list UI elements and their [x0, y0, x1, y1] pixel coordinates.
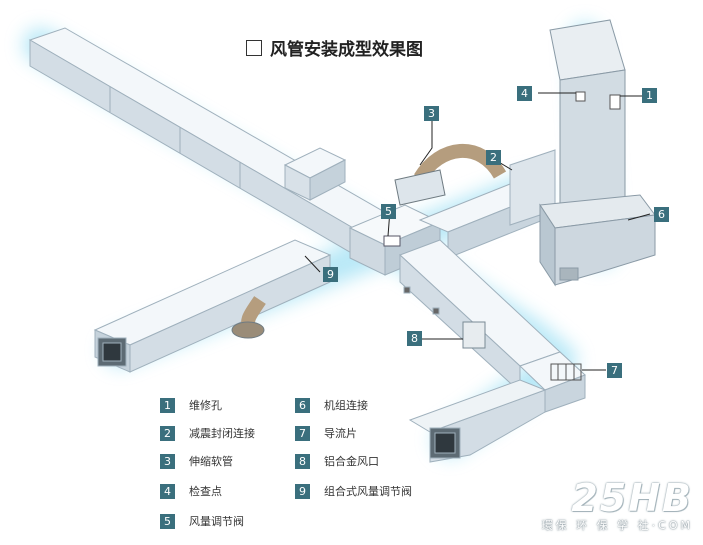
legend-label: 维修孔 [189, 399, 222, 412]
legend-item-2: 2 减震封闭连接 [160, 425, 255, 441]
legend-label: 机组连接 [324, 399, 368, 412]
legend-item-7: 7 导流片 [295, 425, 357, 441]
diagram-title: 风管安装成型效果图 [246, 35, 423, 60]
callout-8: 8 [407, 331, 422, 346]
callout-1: 1 [642, 88, 657, 103]
legend-item-3: 3 伸缩软管 [160, 453, 233, 469]
flex-duct-top [394, 143, 507, 206]
flex-duct-left [231, 296, 266, 339]
legend-num: 2 [160, 425, 175, 441]
legend-num: 4 [160, 483, 175, 499]
title-checkbox-glyph [246, 40, 262, 56]
callout-4: 4 [517, 86, 532, 101]
legend-label: 检查点 [189, 485, 222, 498]
upper-branch-duct [283, 147, 347, 201]
watermark-sub: 環保 环 保 学 社·COM [541, 519, 693, 532]
legend-item-8: 8 铝合金风口 [295, 453, 379, 469]
legend-label: 伸缩软管 [189, 455, 233, 468]
main-duct [28, 27, 397, 259]
legend-num: 6 [295, 397, 310, 413]
legend-item-5: 5 风量调节阀 [160, 513, 244, 529]
legend-num: 8 [295, 453, 310, 469]
legend-label: 风量调节阀 [189, 515, 244, 528]
legend-num: 7 [295, 425, 310, 441]
watermark: 25HB 環保 环 保 学 社·COM [542, 479, 693, 533]
callout-7: 7 [607, 363, 622, 378]
callout-3: 3 [424, 106, 439, 121]
callout-6: 6 [654, 207, 669, 222]
title-text: 风管安装成型效果图 [270, 40, 423, 60]
legend-num: 5 [160, 513, 175, 529]
air-handling-unit [539, 19, 656, 287]
legend-label: 组合式风量调节阀 [324, 485, 412, 498]
legend-label: 减震封闭连接 [189, 427, 255, 440]
callout-5: 5 [381, 204, 396, 219]
lower-right-duct [399, 239, 561, 394]
junction-box [348, 204, 442, 276]
legend-item-9: 9 组合式风量调节阀 [295, 483, 412, 499]
legend-num: 3 [160, 453, 175, 469]
left-branch-duct [93, 239, 332, 373]
outlet-duct [408, 351, 586, 463]
legend-item-4: 4 检查点 [160, 483, 222, 499]
leader-lines [304, 92, 651, 371]
legend-label: 铝合金风口 [324, 455, 379, 468]
legend-label: 导流片 [324, 427, 357, 440]
legend-num: 1 [160, 397, 175, 413]
legend: 1 维修孔 2 减震封闭连接 3 伸缩软管 4 检查点 5 风量调节阀 6 机组连接 7 导流… [160, 397, 460, 535]
callout-9: 9 [323, 267, 338, 282]
legend-item-6: 6 机组连接 [295, 397, 368, 413]
legend-item-1: 1 维修孔 [160, 397, 222, 413]
legend-num: 9 [295, 483, 310, 499]
callout-2: 2 [486, 150, 501, 165]
watermark-brand: 25HB [571, 476, 693, 520]
